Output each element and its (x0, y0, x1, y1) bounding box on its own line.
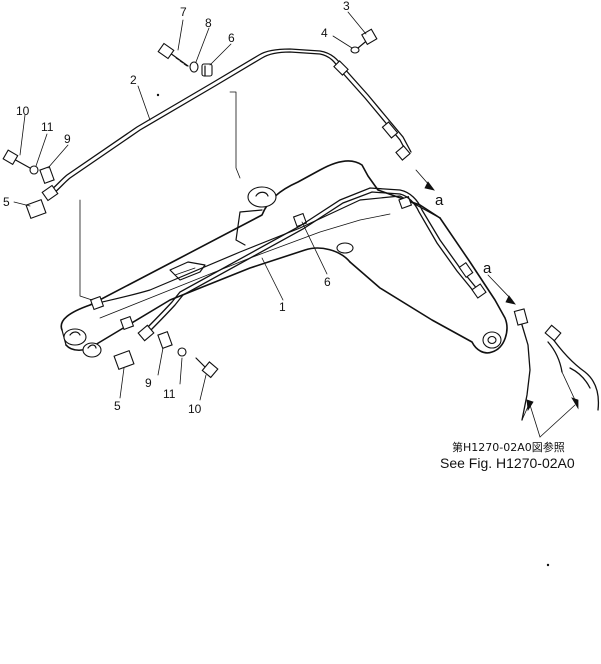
marker-a-top: a (435, 192, 444, 209)
hardware-top-right (332, 11, 378, 54)
callout-2: 2 (130, 73, 137, 87)
pipe-2 (41, 48, 412, 202)
callout-11-bottom: 11 (163, 387, 176, 401)
callout-11-top: 11 (41, 120, 54, 134)
hose-continuation (513, 308, 600, 438)
reference-english: See Fig. H1270-02A0 (440, 455, 575, 471)
callout-6-top: 6 (228, 31, 235, 45)
callout-9-top: 9 (64, 132, 71, 146)
callout-3: 3 (343, 0, 350, 13)
callout-1: 1 (279, 300, 286, 314)
callout-7: 7 (180, 5, 187, 19)
callout-5-top: 5 (3, 195, 10, 209)
callout-10-bottom: 10 (188, 402, 202, 416)
arrow-a-right (487, 274, 513, 301)
marker-a-right: a (483, 260, 492, 277)
scan-dot (546, 563, 550, 567)
reference-japanese: 第H1270-02A0図参照 (452, 440, 565, 454)
hardware-left (2, 114, 69, 220)
callout-6-mid: 6 (324, 275, 331, 289)
callout-8: 8 (205, 16, 212, 30)
pipe-1 (137, 187, 487, 342)
callout-9-bottom: 9 (145, 376, 152, 390)
leader-2 (137, 85, 151, 121)
callout-4: 4 (321, 26, 328, 40)
leader-6-mid (301, 221, 328, 275)
hardware-top-left (157, 19, 232, 77)
callout-10-top: 10 (16, 104, 30, 118)
callout-5-bottom: 5 (114, 399, 121, 413)
leader-1 (261, 257, 284, 301)
scan-dot (156, 93, 160, 97)
hardware-bottom (113, 331, 219, 401)
boom-arm (60, 91, 508, 358)
